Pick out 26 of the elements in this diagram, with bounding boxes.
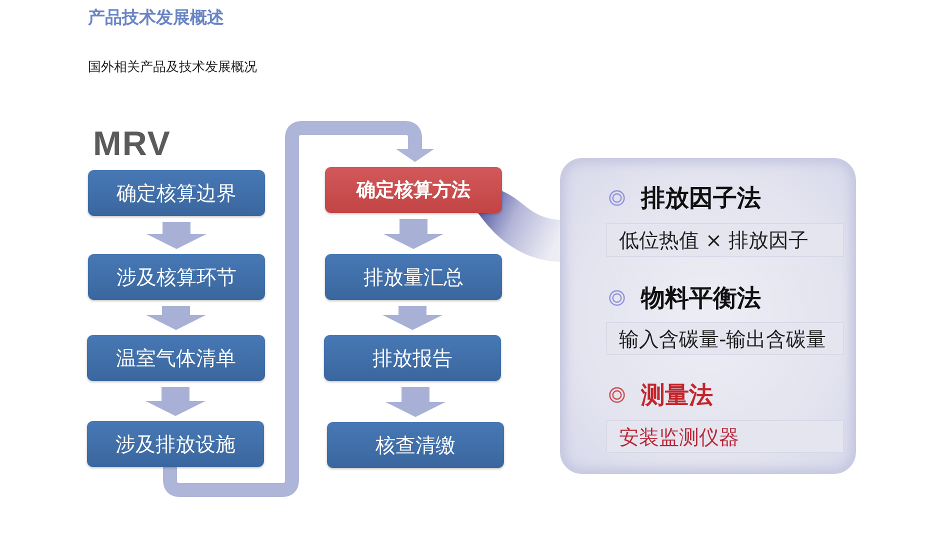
page-title: 产品技术发展概述	[88, 7, 224, 29]
formula-band: 安装监测仪器	[606, 420, 844, 453]
process-box: 排放量汇总	[325, 254, 502, 300]
method-heading: 测量法	[641, 380, 713, 410]
process-box: 确定核算方法	[325, 167, 502, 213]
block-arrow	[146, 222, 206, 249]
subtitle: 国外相关产品及技术发展概况	[88, 59, 257, 77]
process-box: 核查清缴	[327, 422, 504, 468]
formula-band: 低位热值 × 排放因子	[606, 223, 844, 257]
method-panel	[560, 158, 856, 474]
process-box: 排放报告	[324, 335, 501, 381]
callout-wedge	[478, 191, 560, 262]
block-arrow	[146, 306, 206, 330]
block-arrow	[386, 387, 446, 417]
block-arrow	[382, 306, 442, 330]
formula-band: 输入含碳量-输出含碳量	[606, 322, 844, 355]
flow-arrow	[163, 121, 434, 497]
process-box: 温室气体清单	[87, 335, 265, 381]
block-arrow	[146, 387, 206, 416]
block-arrow	[384, 219, 444, 249]
process-box: 涉及核算环节	[88, 254, 265, 300]
section-label: MRV	[93, 124, 171, 164]
method-heading: 物料平衡法	[641, 283, 761, 313]
method-heading: 排放因子法	[641, 183, 761, 213]
process-box: 涉及排放设施	[87, 421, 264, 467]
process-box: 确定核算边界	[88, 170, 265, 216]
